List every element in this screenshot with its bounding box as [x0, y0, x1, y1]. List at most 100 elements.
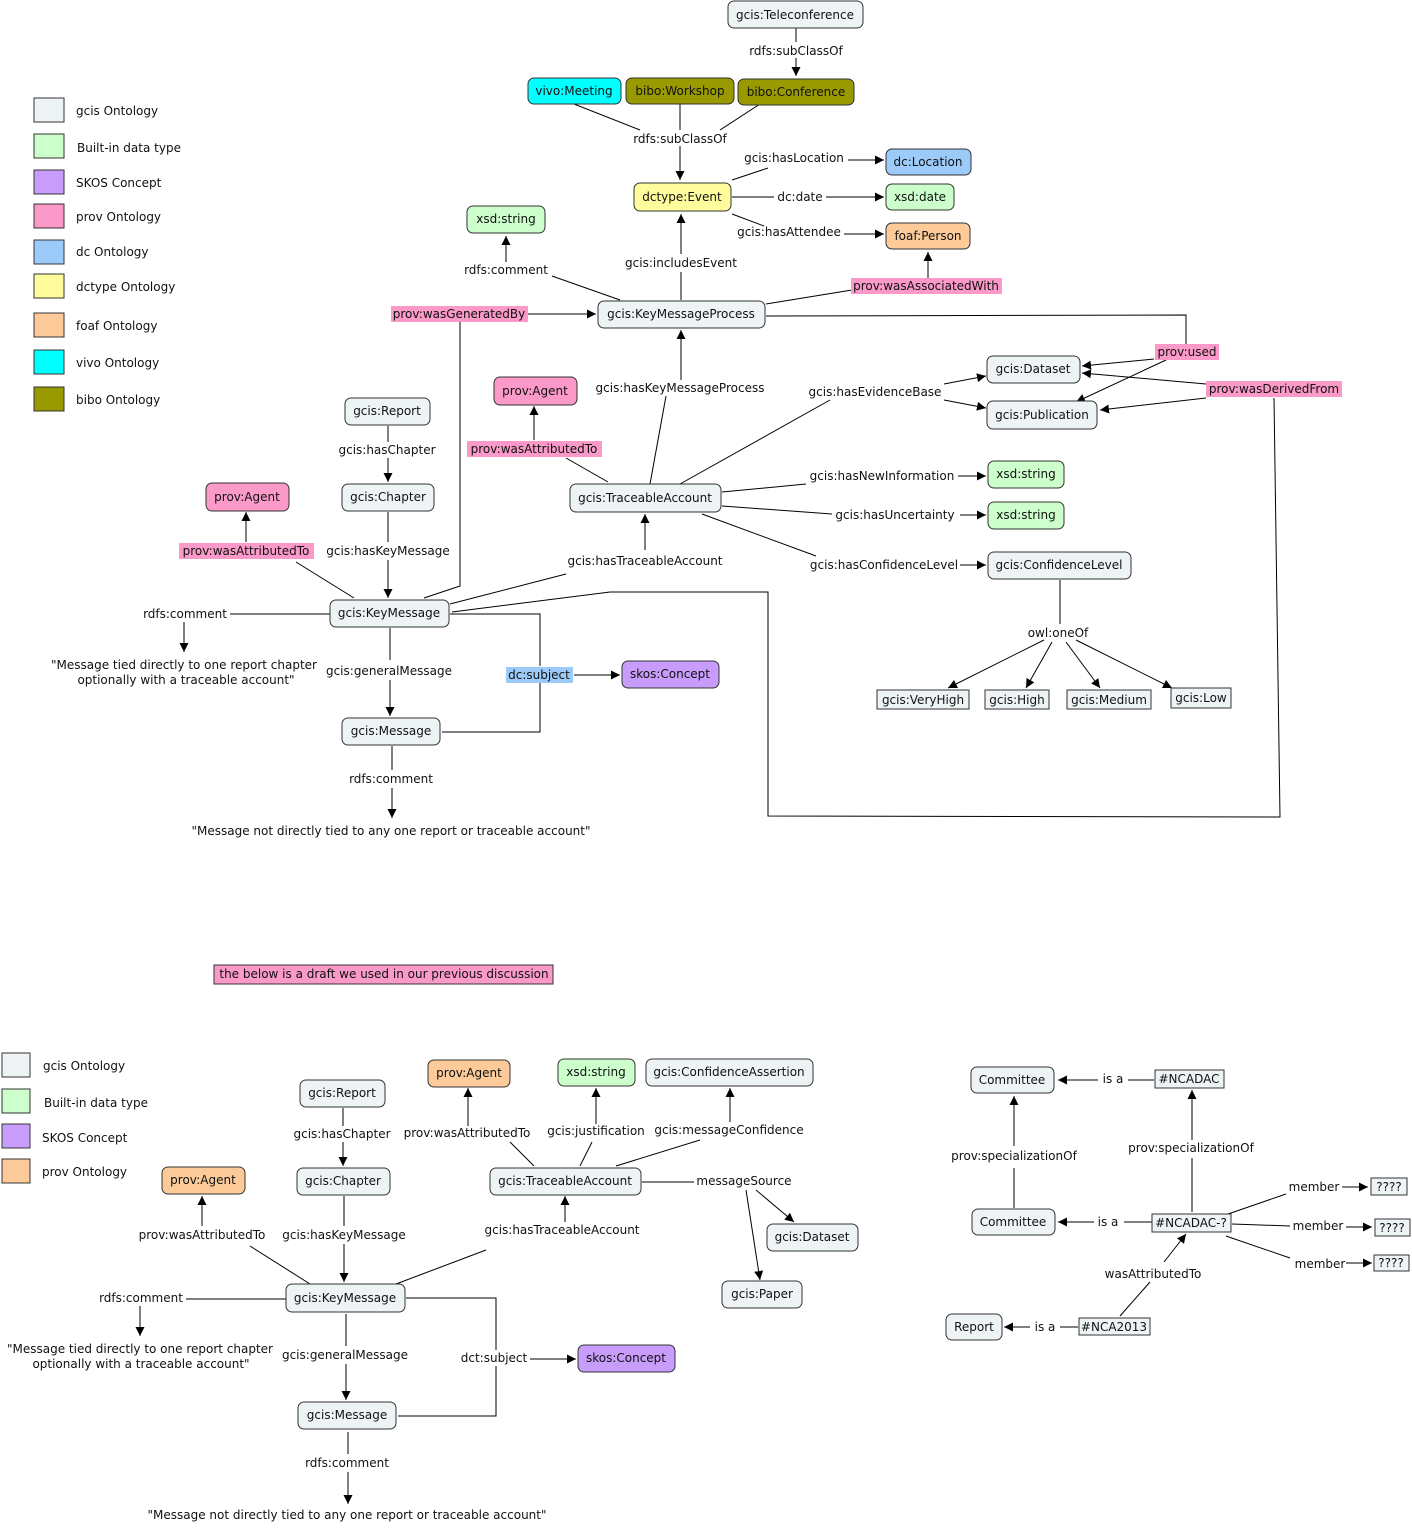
- edge-label: rdfs:comment: [99, 1291, 183, 1305]
- svg-text:prov:Agent: prov:Agent: [214, 490, 280, 504]
- node-gcis-report[interactable]: gcis:Report: [344, 397, 431, 426]
- nodes-bottom: gcis:Report prov:Agent xsd:string gcis:C…: [161, 1058, 859, 1430]
- node-prov-agent-km[interactable]: prov:Agent: [205, 482, 290, 512]
- km-comment-text: optionally with a traceable account": [77, 673, 294, 687]
- legend-bottom: gcis Ontology Built-in data type SKOS Co…: [1, 1052, 148, 1184]
- svg-text:bibo:Conference: bibo:Conference: [747, 85, 846, 99]
- node-ncadac-q[interactable]: #NCADAC-?: [1151, 1213, 1232, 1233]
- svg-text:gcis:ConfidenceLevel: gcis:ConfidenceLevel: [996, 558, 1123, 572]
- svg-text:gcis:Dataset: gcis:Dataset: [775, 1230, 850, 1244]
- svg-text:dctype:Event: dctype:Event: [642, 190, 722, 204]
- edge-label: gcis:generalMessage: [326, 664, 452, 678]
- edge-label: gcis:hasConfidenceLevel: [810, 558, 958, 572]
- edge-label: dc:date: [777, 190, 822, 204]
- svg-text:xsd:string: xsd:string: [566, 1065, 625, 1079]
- node-gcis-message[interactable]: gcis:Message: [341, 717, 441, 746]
- svg-text:xsd:date: xsd:date: [894, 190, 946, 204]
- node-b-gcis-keymessage[interactable]: gcis:KeyMessage: [285, 1283, 406, 1313]
- node-gcis-chapter[interactable]: gcis:Chapter: [341, 483, 435, 512]
- node-bibo-conference[interactable]: bibo:Conference: [737, 78, 855, 106]
- node-gcis-publication[interactable]: gcis:Publication: [986, 400, 1098, 430]
- svg-text:bibo:Workshop: bibo:Workshop: [635, 84, 724, 98]
- node-b-prov-agent-km[interactable]: prov:Agent: [161, 1166, 246, 1195]
- node-b-gcis-report[interactable]: gcis:Report: [299, 1079, 386, 1108]
- edge-label: gcis:hasNewInformation: [810, 469, 955, 483]
- node-gcis-low[interactable]: gcis:Low: [1170, 687, 1232, 709]
- edge-label: rdfs:subClassOf: [633, 132, 727, 146]
- svg-text:vivo:Meeting: vivo:Meeting: [535, 84, 612, 98]
- node-committee-2[interactable]: Committee: [971, 1208, 1056, 1236]
- edges-top: [179, 28, 1281, 818]
- node-ncadac[interactable]: #NCADAC: [1154, 1069, 1225, 1089]
- svg-text:prov:Agent: prov:Agent: [502, 384, 568, 398]
- node-xsd-date[interactable]: xsd:date: [885, 183, 955, 211]
- legend-label: foaf Ontology: [76, 319, 157, 333]
- node-prov-agent-ta[interactable]: prov:Agent: [493, 376, 578, 406]
- legend-label: dctype Ontology: [76, 280, 175, 294]
- node-b-gcis-paper[interactable]: gcis:Paper: [721, 1280, 803, 1309]
- node-b-skos-concept[interactable]: skos:Concept: [577, 1344, 676, 1373]
- node-b-gcis-chapter[interactable]: gcis:Chapter: [296, 1167, 391, 1196]
- node-gcis-veryhigh[interactable]: gcis:VeryHigh: [876, 689, 970, 710]
- node-gcis-teleconference[interactable]: gcis:Teleconference: [727, 0, 864, 29]
- edge-label: rdfs:comment: [464, 263, 548, 277]
- edge-label: gcis:includesEvent: [625, 256, 737, 270]
- node-vivo-meeting[interactable]: vivo:Meeting: [527, 77, 622, 105]
- node-b-gcis-traceableaccount[interactable]: gcis:TraceableAccount: [489, 1167, 642, 1196]
- committee-diagram: Committee #NCADAC Committee #NCADAC-? ??…: [945, 1066, 1411, 1341]
- edge-label: prov:wasAttributedTo: [183, 544, 310, 558]
- node-skos-concept[interactable]: skos:Concept: [621, 660, 720, 689]
- node-gcis-medium[interactable]: gcis:Medium: [1066, 689, 1152, 710]
- node-gcis-high[interactable]: gcis:High: [984, 689, 1050, 710]
- node-unknown-member-2[interactable]: ????: [1374, 1218, 1411, 1237]
- km-comment-text: "Message tied directly to one report cha…: [51, 658, 317, 672]
- svg-text:gcis:TraceableAccount: gcis:TraceableAccount: [578, 491, 712, 505]
- node-gcis-keymessageprocess[interactable]: gcis:KeyMessageProcess: [597, 300, 766, 329]
- legend-label: bibo Ontology: [76, 393, 160, 407]
- node-unknown-member-1[interactable]: ????: [1370, 1177, 1408, 1196]
- node-b-xsd-string[interactable]: xsd:string: [557, 1058, 636, 1087]
- svg-text:Committee: Committee: [980, 1215, 1047, 1229]
- legend-label: gcis Ontology: [43, 1059, 125, 1073]
- edge-label: gcis:hasLocation: [744, 151, 844, 165]
- edge-label: prov:specializationOf: [1128, 1141, 1254, 1155]
- edge-label: gcis:hasChapter: [338, 443, 435, 457]
- node-gcis-traceableaccount[interactable]: gcis:TraceableAccount: [569, 483, 722, 513]
- node-committee-1[interactable]: Committee: [970, 1066, 1055, 1094]
- edge-label: dct:subject: [461, 1351, 528, 1365]
- legend-label: SKOS Concept: [76, 176, 162, 190]
- svg-text:prov:Agent: prov:Agent: [170, 1173, 236, 1187]
- svg-text:Committee: Committee: [979, 1073, 1046, 1087]
- node-unknown-member-3[interactable]: ????: [1373, 1254, 1410, 1272]
- svg-text:????: ????: [1378, 1256, 1403, 1270]
- edge-label: member: [1295, 1257, 1346, 1271]
- node-xsd-string-newinfo[interactable]: xsd:string: [987, 460, 1065, 489]
- node-foaf-person[interactable]: foaf:Person: [885, 222, 971, 250]
- node-b-prov-agent-ta[interactable]: prov:Agent: [427, 1059, 511, 1088]
- edge-label: prov:specializationOf: [951, 1149, 1077, 1163]
- node-xsd-string-uncertainty[interactable]: xsd:string: [987, 501, 1065, 530]
- node-gcis-keymessage[interactable]: gcis:KeyMessage: [329, 599, 450, 628]
- node-b-gcis-message[interactable]: gcis:Message: [297, 1401, 397, 1430]
- svg-text:xsd:string: xsd:string: [996, 508, 1055, 522]
- edge-label: gcis:hasUncertainty: [835, 508, 954, 522]
- node-dctype-event[interactable]: dctype:Event: [633, 182, 732, 212]
- edge-label: prov:wasGeneratedBy: [393, 307, 526, 321]
- svg-text:????: ????: [1376, 1180, 1401, 1194]
- node-bibo-workshop[interactable]: bibo:Workshop: [625, 77, 735, 105]
- edge-label: gcis:generalMessage: [282, 1348, 408, 1362]
- svg-text:the below is a draft we used i: the below is a draft we used in our prev…: [219, 967, 548, 981]
- node-b-gcis-dataset[interactable]: gcis:Dataset: [766, 1223, 859, 1252]
- svg-text:xsd:string: xsd:string: [996, 467, 1055, 481]
- node-nca2013[interactable]: #NCA2013: [1078, 1317, 1151, 1336]
- node-gcis-confidencelevel[interactable]: gcis:ConfidenceLevel: [987, 551, 1132, 580]
- node-b-gcis-confidenceassertion[interactable]: gcis:ConfidenceAssertion: [645, 1058, 814, 1087]
- node-gcis-dataset[interactable]: gcis:Dataset: [986, 355, 1081, 384]
- node-dc-location[interactable]: dc:Location: [885, 148, 972, 176]
- edge-label: owl:oneOf: [1028, 626, 1089, 640]
- node-report[interactable]: Report: [945, 1313, 1003, 1341]
- node-xsd-string-comment[interactable]: xsd:string: [466, 205, 546, 234]
- svg-text:gcis:TraceableAccount: gcis:TraceableAccount: [498, 1174, 632, 1188]
- edge-label: dc:subject: [508, 668, 570, 682]
